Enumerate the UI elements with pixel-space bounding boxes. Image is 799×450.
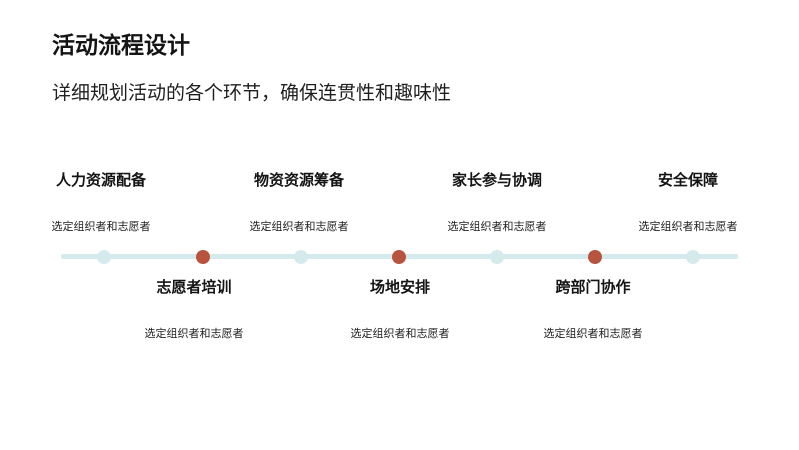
timeline-node-5 — [490, 250, 504, 264]
step-label: 志愿者培训 — [156, 278, 232, 296]
step-description: 选定组织者和志愿者 — [350, 327, 450, 340]
timeline-node-3 — [294, 250, 308, 264]
step-label: 人力资源配备 — [55, 171, 147, 189]
step-description: 选定组织者和志愿者 — [543, 327, 643, 340]
timeline-node-7 — [686, 250, 700, 264]
step-description: 选定组织者和志愿者 — [144, 327, 244, 340]
timeline-node-1 — [97, 250, 111, 264]
timeline-node-2 — [196, 250, 210, 264]
step-label: 物资资源筹备 — [253, 171, 345, 189]
step-label: 场地安排 — [369, 278, 431, 296]
step-description: 选定组织者和志愿者 — [447, 220, 547, 233]
step-label: 安全保障 — [657, 171, 719, 189]
step-description: 选定组织者和志愿者 — [51, 220, 151, 233]
timeline-node-4 — [392, 250, 406, 264]
step-label: 跨部门协作 — [555, 278, 631, 296]
step-description: 选定组织者和志愿者 — [249, 220, 349, 233]
page-subtitle: 详细规划活动的各个环节，确保连贯性和趣味性 — [52, 82, 452, 104]
step-description: 选定组织者和志愿者 — [638, 220, 738, 233]
step-label: 家长参与协调 — [451, 171, 543, 189]
timeline-node-6 — [588, 250, 602, 264]
page-title: 活动流程设计 — [52, 33, 190, 59]
